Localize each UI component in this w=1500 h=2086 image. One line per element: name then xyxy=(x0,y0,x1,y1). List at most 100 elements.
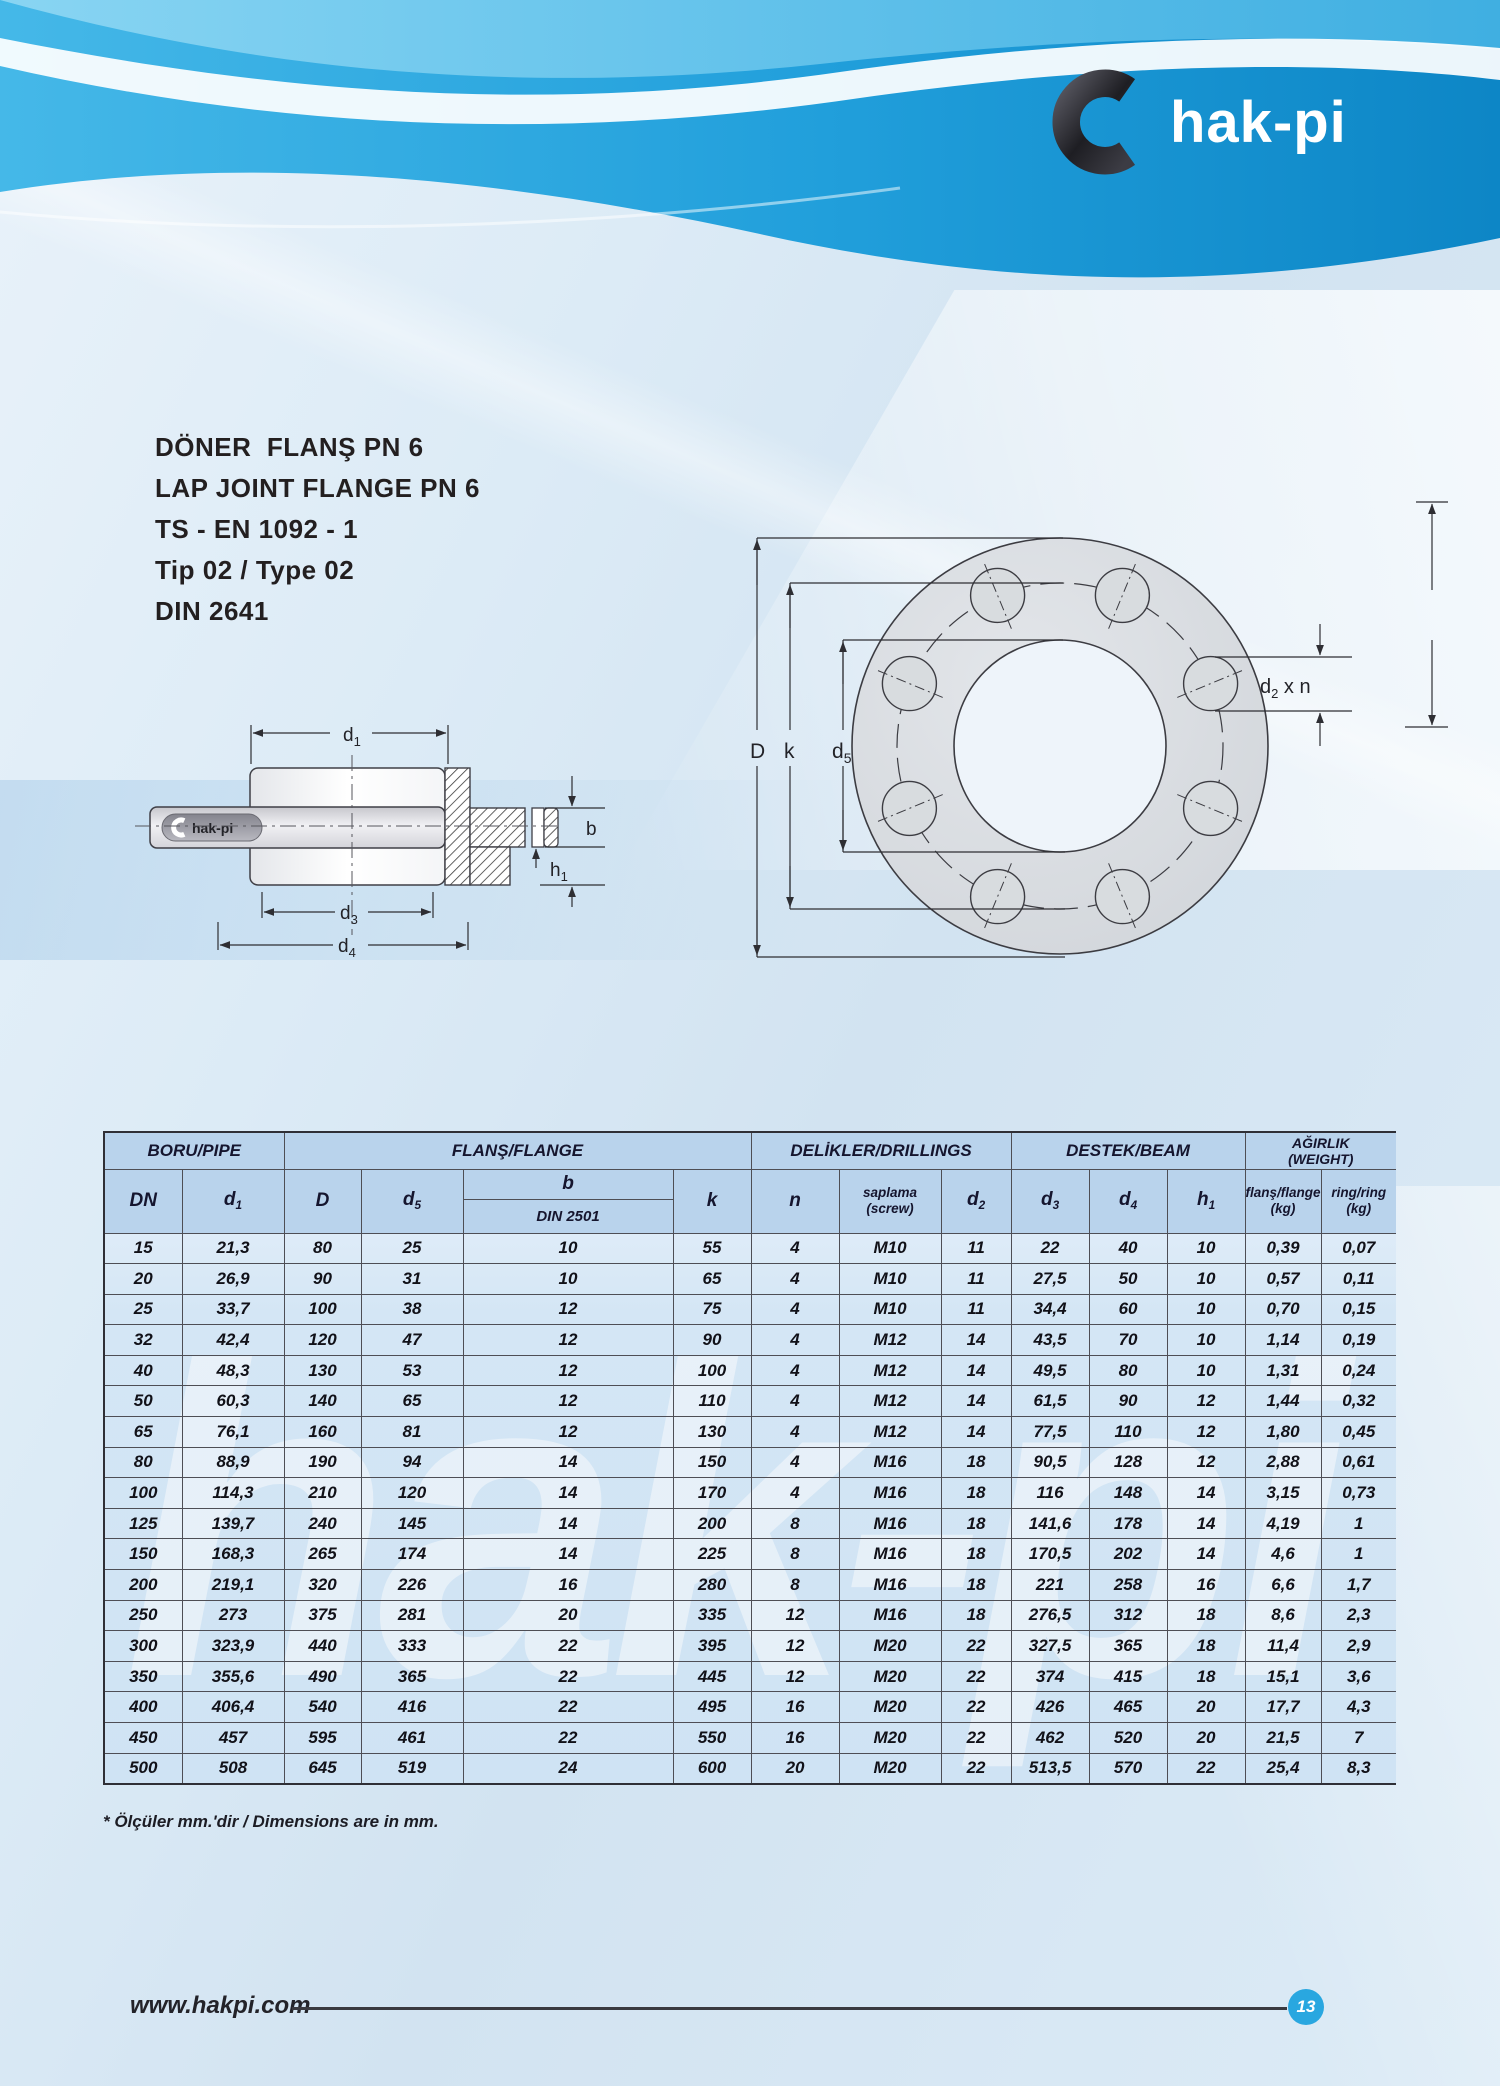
dim-label-h1: h1 xyxy=(550,860,568,884)
dim-label-D: D xyxy=(750,740,765,763)
table-cell: 0,70 xyxy=(1244,1293,1322,1326)
table-cell: M16 xyxy=(838,1599,942,1632)
table-cell: 170,5 xyxy=(1010,1538,1090,1571)
table-cell: 14 xyxy=(1166,1507,1246,1540)
table-cell: 14 xyxy=(940,1324,1012,1356)
table-cell: 461 xyxy=(360,1722,464,1754)
table-cell: 14 xyxy=(1166,1477,1246,1509)
table-cell: 12 xyxy=(750,1630,840,1662)
table-cell: 415 xyxy=(1088,1660,1168,1693)
website-url[interactable]: www.hakpi.com xyxy=(130,1992,311,2019)
table-cell: 202 xyxy=(1088,1538,1168,1571)
table-cell: 335 xyxy=(672,1599,752,1632)
title-standard: TS - EN 1092 - 1 xyxy=(155,514,359,544)
table-cell: 320 xyxy=(283,1569,362,1601)
table-cell: 77,5 xyxy=(1010,1416,1090,1448)
table-cell: 221 xyxy=(1010,1569,1090,1601)
table-cell: 20 xyxy=(750,1752,840,1785)
table-cell: 3,6 xyxy=(1320,1660,1396,1693)
table-cell: 50 xyxy=(1088,1263,1168,1295)
col-d1: d1 xyxy=(181,1168,285,1234)
table-cell: 520 xyxy=(1088,1722,1168,1754)
table-cell: 43,5 xyxy=(1010,1324,1090,1356)
dim-label-k: k xyxy=(784,740,795,763)
group-header-row: BORU/PIPE FLANŞ/FLANGE DELİKLER/DRILLING… xyxy=(103,1131,1396,1170)
table-cell: 120 xyxy=(283,1324,362,1356)
dim-label-d1: d1 xyxy=(343,725,361,749)
table-cell: 11 xyxy=(940,1293,1012,1326)
flange-ring-upper-section xyxy=(469,807,526,848)
table-cell: 75 xyxy=(672,1293,752,1326)
table-cell: 47 xyxy=(360,1324,464,1356)
table-cell: 16 xyxy=(750,1691,840,1723)
title-line-tr: DÖNER FLANŞ PN 6 xyxy=(155,432,424,462)
table-cell: 18 xyxy=(1166,1599,1246,1632)
table-cell: 90,5 xyxy=(1010,1446,1090,1479)
table-cell: 14 xyxy=(462,1446,674,1479)
table-cell: 219,1 xyxy=(181,1569,285,1601)
table-cell: 139,7 xyxy=(181,1507,285,1540)
table-cell: 18 xyxy=(1166,1660,1246,1693)
dim-label-d4: d4 xyxy=(338,936,356,960)
table-cell: 10 xyxy=(1166,1293,1246,1326)
table-cell: 0,32 xyxy=(1320,1385,1396,1418)
table-cell: 27,5 xyxy=(1010,1263,1090,1295)
table-cell: 10 xyxy=(1166,1232,1246,1265)
table-cell: 519 xyxy=(360,1752,464,1785)
table-cell: 355,6 xyxy=(181,1660,285,1693)
table-cell: 426 xyxy=(1010,1691,1090,1723)
table-cell: 365 xyxy=(1088,1630,1168,1662)
table-cell: 570 xyxy=(1088,1752,1168,1785)
table-cell: 10 xyxy=(462,1263,674,1295)
table-cell: M12 xyxy=(838,1354,942,1387)
table-cell: 0,07 xyxy=(1320,1232,1396,1265)
table-cell: 90 xyxy=(1088,1385,1168,1418)
table-cell: 141,6 xyxy=(1010,1507,1090,1540)
table-cell: 600 xyxy=(672,1752,752,1785)
table-cell: 513,5 xyxy=(1010,1752,1090,1785)
brand-logo: hak-pi xyxy=(1052,66,1347,178)
table-cell: 416 xyxy=(360,1691,464,1723)
table-cell: 49,5 xyxy=(1010,1354,1090,1387)
title-din: DIN 2641 xyxy=(155,596,269,626)
table-cell: 170 xyxy=(672,1477,752,1509)
table-cell: 17,7 xyxy=(1244,1691,1322,1723)
table-cell: M16 xyxy=(838,1538,942,1571)
table-cell: 25 xyxy=(360,1232,464,1265)
table-cell: 462 xyxy=(1010,1722,1090,1754)
logo-c-icon xyxy=(1052,69,1136,175)
table-cell: 440 xyxy=(283,1630,362,1662)
table-cell: 60,3 xyxy=(181,1385,285,1418)
table-cell: 0,73 xyxy=(1320,1477,1396,1509)
table-cell: 457 xyxy=(181,1722,285,1754)
col-k: k xyxy=(672,1168,752,1234)
table-cell: M10 xyxy=(838,1232,942,1265)
table-cell: 22 xyxy=(940,1691,1012,1723)
table-cell: 14 xyxy=(940,1416,1012,1448)
dim-label-d5: d5 xyxy=(832,740,852,766)
table-cell: 226 xyxy=(360,1569,464,1601)
table-cell: 1 xyxy=(1320,1507,1396,1540)
table-cell: M16 xyxy=(838,1507,942,1540)
table-cell: 116 xyxy=(1010,1477,1090,1509)
table-cell: 90 xyxy=(283,1263,362,1295)
table-cell: 11 xyxy=(940,1232,1012,1265)
table-cell: 160 xyxy=(283,1416,362,1448)
table-cell: 130 xyxy=(672,1416,752,1448)
table-cell: M12 xyxy=(838,1324,942,1356)
table-cell: 10 xyxy=(1166,1354,1246,1387)
table-cell: M20 xyxy=(838,1660,942,1693)
table-cell: 24 xyxy=(462,1752,674,1785)
table-panel: hak-pi BORU/PIPE FLANŞ/FLANGE DELİKLER/D… xyxy=(103,1131,1396,1785)
table-cell: 400 xyxy=(103,1691,183,1723)
table-cell: 14 xyxy=(462,1538,674,1571)
table-cell: 14 xyxy=(940,1385,1012,1418)
